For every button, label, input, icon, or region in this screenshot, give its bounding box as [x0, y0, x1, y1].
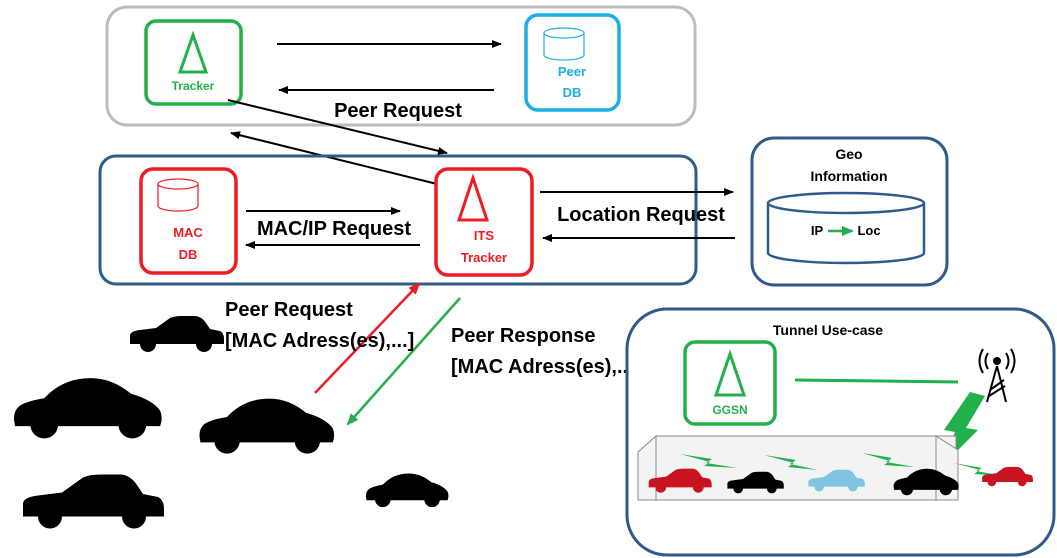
peer-response-label-1: Peer Response [451, 325, 596, 347]
peer-db-label-2: DB [563, 85, 582, 100]
tracker-label: Tracker [172, 79, 215, 93]
ggsn-label: GGSN [712, 403, 747, 417]
location-request-label: Location Request [557, 204, 725, 226]
peer-db-group [105, 5, 697, 127]
car-icon [199, 398, 335, 454]
triangle-icon [177, 30, 209, 74]
tracker-to-its-arrow [227, 99, 448, 155]
peer-response-arrow [346, 297, 461, 426]
tunnel-usecase-title: Tunnel Use-case [773, 322, 883, 338]
triangle-icon [456, 173, 490, 222]
car-icon [130, 316, 224, 352]
peer-request-arrow [314, 282, 421, 394]
geo-title-2: Information [811, 168, 888, 184]
ggsn-node: GGSN [683, 340, 777, 426]
mac-db-label-1: MAC [173, 225, 203, 240]
mac-ip-request-label: MAC/IP Request [257, 218, 411, 240]
mac-db-label-2: DB [179, 247, 198, 262]
tracker-node: Tracker [144, 19, 243, 106]
lightning-bolt-icon [680, 453, 1004, 476]
geo-title-1: Geo [835, 146, 862, 162]
its-tracker-label-1: ITS [474, 228, 495, 243]
triangle-icon [713, 349, 747, 397]
peer-request-top-label: Peer Request [334, 100, 462, 122]
cylinder-icon [766, 191, 926, 265]
antenna-tower-icon [978, 348, 1016, 403]
its-to-tracker-arrow [230, 131, 438, 185]
car-icon [13, 378, 162, 439]
cylinder-icon [157, 178, 199, 212]
its-tracker-node: ITS Tracker [434, 167, 534, 277]
its-group [98, 154, 698, 286]
car-icon [365, 473, 449, 508]
peer-request-label-2: [MAC Adress(es),...] [225, 330, 414, 352]
its-tracker-label-2: Tracker [461, 250, 507, 265]
loc-label: Loc [857, 223, 880, 238]
peer-request-label-1: Peer Request [225, 299, 353, 321]
ggsn-to-tower-link [794, 378, 959, 384]
geo-information-node: Geo Information IP Loc [750, 136, 949, 287]
mac-db-node: MAC DB [139, 167, 238, 275]
peer-db-label-1: Peer [558, 64, 586, 79]
peer-response-label-2: [MAC Adress(es),...] [451, 356, 640, 378]
peer-db-node: Peer DB [524, 13, 621, 112]
car-icon [23, 474, 164, 529]
cylinder-icon [543, 27, 585, 61]
ip-label: IP [811, 223, 824, 238]
